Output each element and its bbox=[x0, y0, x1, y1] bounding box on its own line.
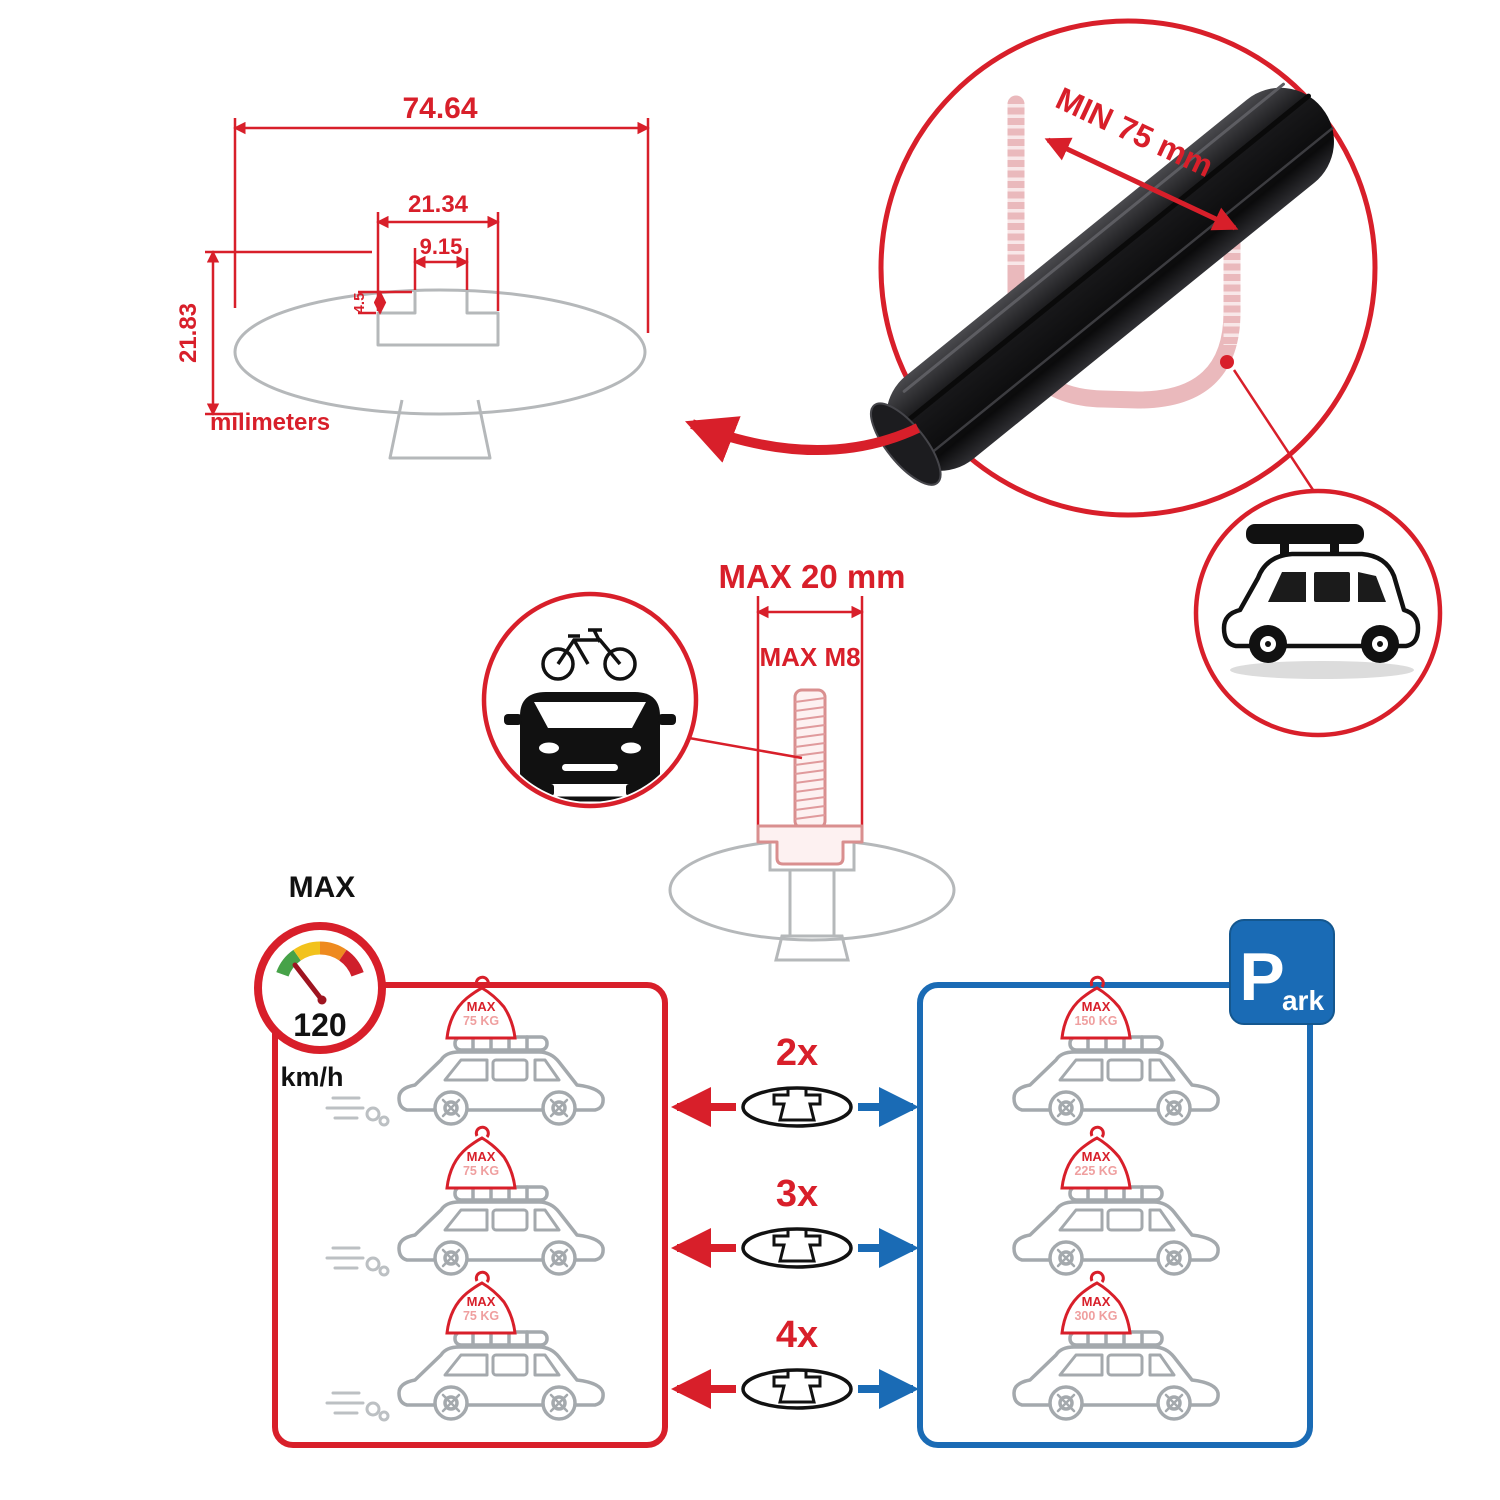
crossbar-count-row-2: 3x bbox=[671, 1173, 919, 1269]
load-max-label: MAX bbox=[1082, 999, 1111, 1014]
crossbar-count-row-3: 4x bbox=[671, 1314, 919, 1410]
load-kg-label: 150 KG bbox=[1074, 1014, 1117, 1028]
load-kg-label: 300 KG bbox=[1074, 1309, 1117, 1323]
speed-units: km/h bbox=[280, 1062, 343, 1092]
bike-car-icon bbox=[481, 591, 699, 809]
load-kg-label: 75 KG bbox=[463, 1164, 499, 1178]
load-kg-label: 75 KG bbox=[463, 1014, 499, 1028]
driving-car-row-1: MAX 75 KG bbox=[325, 975, 605, 1127]
bolt-spec-drawing: MAX 20 mm MAX M8 bbox=[668, 558, 956, 962]
t-bolt-icon bbox=[756, 688, 864, 866]
units-label: milimeters bbox=[210, 409, 330, 436]
cross-section-drawing: 74.64 21.34 9.15 4.5 21.83 milimeters bbox=[175, 92, 650, 460]
load-max-label: MAX bbox=[1082, 1149, 1111, 1164]
gauge-needle bbox=[292, 962, 325, 1003]
dim-total-width-label: 74.64 bbox=[402, 92, 477, 125]
park-sign-letter: P bbox=[1239, 939, 1284, 1015]
parked-car-row-1: MAX 150 KG bbox=[1012, 975, 1220, 1126]
driving-car-row-2: MAX 75 KG bbox=[325, 1125, 605, 1277]
park-sign: P ark bbox=[1229, 919, 1335, 1025]
suv-connector-line bbox=[1232, 369, 1319, 497]
crossbar-count-label: 4x bbox=[776, 1314, 818, 1356]
crossbar-profile-outline bbox=[233, 288, 647, 460]
callout-dot bbox=[1220, 355, 1234, 369]
crossbar-count-label: 3x bbox=[776, 1173, 818, 1215]
load-max-label: MAX bbox=[467, 1294, 496, 1309]
crossbar-profile-icon bbox=[741, 1086, 853, 1128]
crossbar-profile-icon bbox=[741, 1227, 853, 1269]
min-length-arrow bbox=[1044, 137, 1239, 231]
dim-slot-outer-label: 21.34 bbox=[408, 191, 469, 218]
dim-lip-label: 4.5 bbox=[351, 293, 368, 314]
crossbar-detail-circle: MIN 75 mm bbox=[870, 18, 1378, 518]
speed-max-label: MAX bbox=[289, 871, 356, 904]
load-kg-label: 75 KG bbox=[463, 1309, 499, 1323]
driving-car-row-3: MAX 75 KG bbox=[325, 1270, 605, 1422]
suv-roofbox-icon bbox=[1193, 488, 1443, 738]
bolt-max-thread-label: MAX M8 bbox=[759, 642, 860, 672]
crossbar-profile-icon bbox=[741, 1368, 853, 1410]
bolt-dimension-lines bbox=[756, 596, 864, 838]
crossbar-count-label: 2x bbox=[776, 1032, 818, 1074]
bolt-connector-line bbox=[671, 733, 803, 760]
crossbar-count-row-1: 2x bbox=[671, 1032, 919, 1128]
speed-value: 120 bbox=[293, 1007, 346, 1043]
parked-car-row-2: MAX 225 KG bbox=[1012, 1125, 1220, 1276]
dim-height-label: 21.83 bbox=[175, 303, 202, 363]
dim-slot-inner-label: 9.15 bbox=[420, 234, 463, 259]
speed-limit-gauge: MAX 120 km/h bbox=[254, 871, 386, 1092]
park-sign-suffix: ark bbox=[1282, 985, 1324, 1016]
dimension-lines bbox=[205, 118, 650, 416]
load-max-label: MAX bbox=[1082, 1294, 1111, 1309]
load-kg-label: 225 KG bbox=[1074, 1164, 1117, 1178]
bolt-max-width-label: MAX 20 mm bbox=[718, 558, 905, 595]
bike-icon bbox=[541, 628, 637, 681]
zoom-out-arrow bbox=[685, 416, 921, 463]
car-front-icon bbox=[497, 692, 683, 802]
parked-car-row-3: MAX 300 KG bbox=[1012, 1270, 1220, 1421]
load-max-label: MAX bbox=[467, 999, 496, 1014]
load-max-label: MAX bbox=[467, 1149, 496, 1164]
